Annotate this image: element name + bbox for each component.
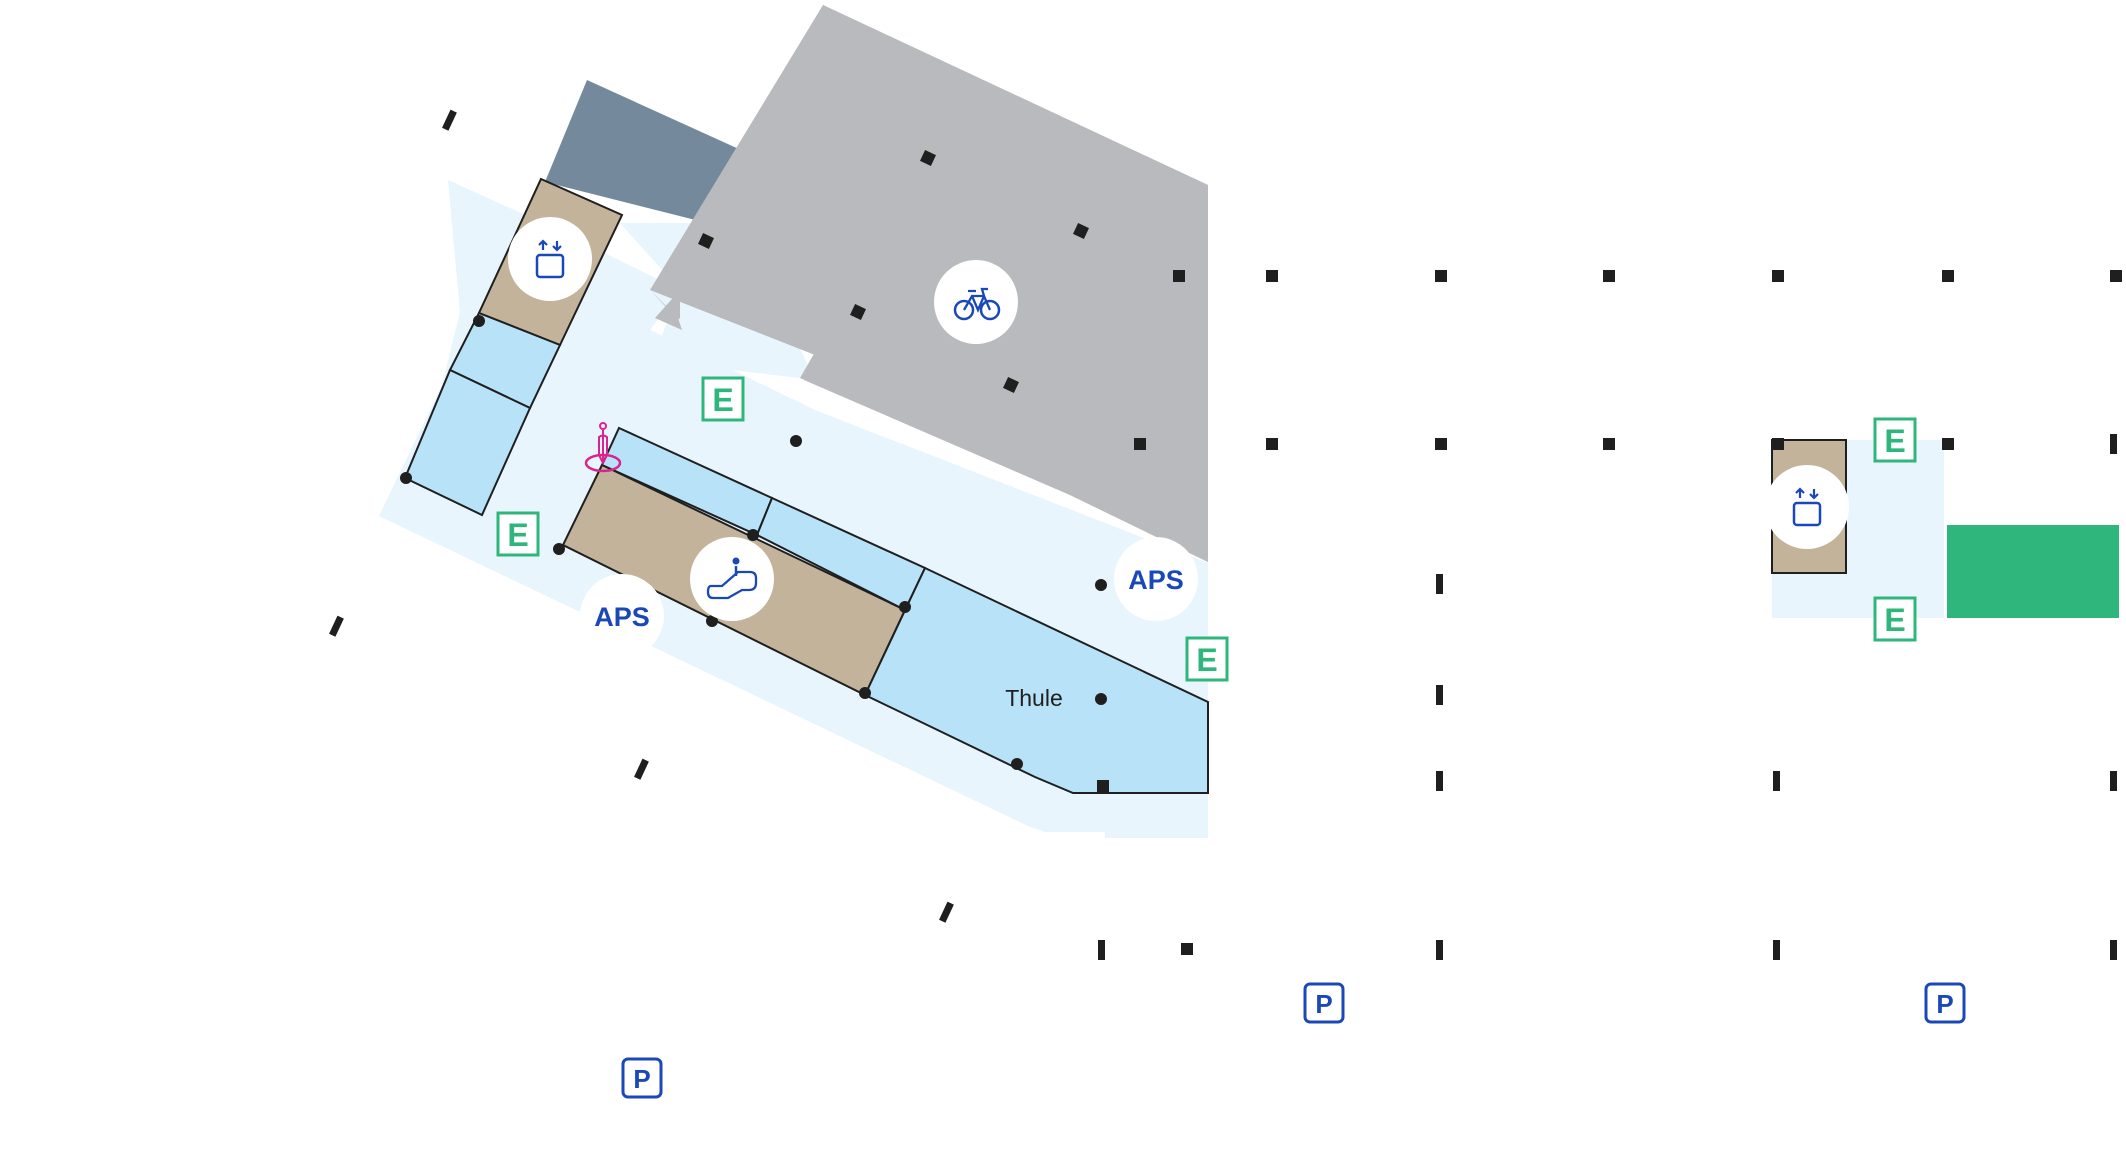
exit-zone-green [1947,525,2119,618]
service-area [545,80,752,230]
parking-icon[interactable]: P [1303,982,1345,1024]
pillars [329,109,2122,960]
exit-icon[interactable]: E [496,511,540,557]
aps-payment-station[interactable]: APS [1114,537,1198,621]
exit-icon[interactable]: E [1873,596,1917,642]
svg-text:E: E [507,517,528,553]
elevator-icon[interactable] [1765,465,1849,549]
exit-icon[interactable]: E [1185,636,1229,682]
svg-text:E: E [1884,602,1905,638]
aps-label: APS [1128,565,1184,595]
exit-icon[interactable]: E [1873,417,1917,463]
svg-text:E: E [1884,423,1905,459]
svg-text:E: E [712,382,733,418]
svg-text:E: E [1196,642,1217,678]
store-label-thule: Thule [1005,685,1063,711]
exit-icon[interactable]: E [701,376,745,422]
svg-text:P: P [1315,989,1332,1019]
escalator-icon[interactable] [690,537,774,621]
aps-payment-station[interactable]: APS [580,574,664,658]
you-are-here-icon [584,422,622,473]
bicycle-icon[interactable] [934,260,1018,344]
parking-icon[interactable]: P [1924,982,1966,1024]
elevator-icon[interactable] [508,217,592,301]
parking-icon[interactable]: P [621,1057,663,1099]
round-pillars [400,315,1107,770]
svg-text:P: P [1936,989,1953,1019]
aps-label: APS [594,602,650,632]
svg-text:P: P [633,1064,650,1094]
store-unit [403,368,532,517]
